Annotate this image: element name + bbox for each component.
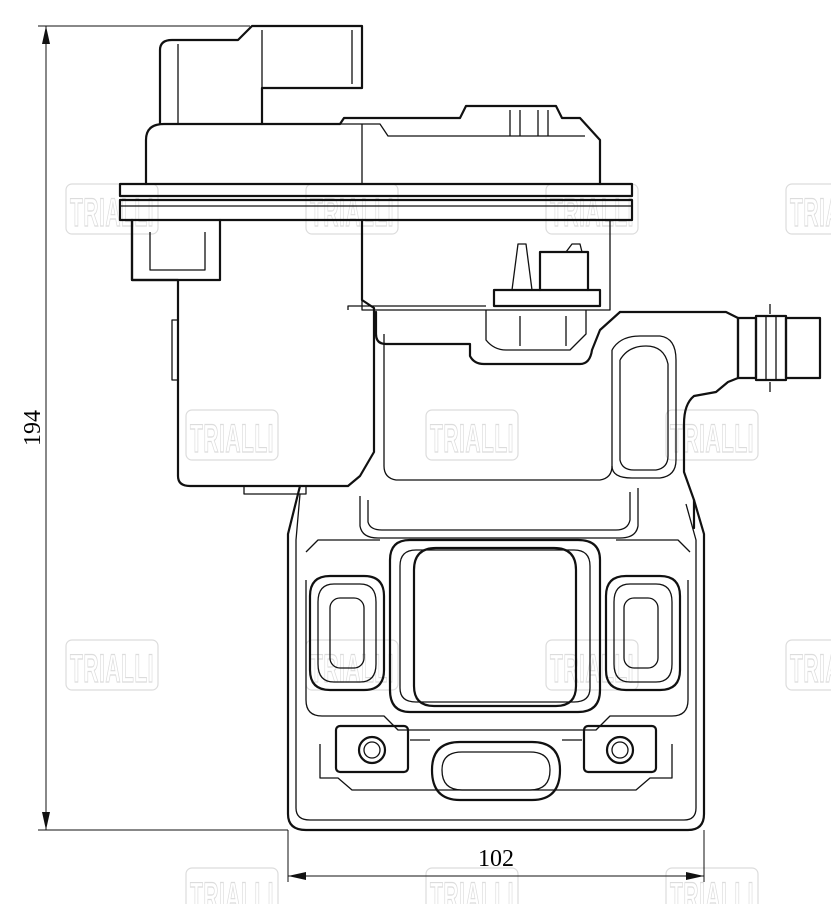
- svg-text:TRIALLI: TRIALLI: [430, 875, 514, 904]
- housing-lid: [144, 104, 602, 186]
- width-dimension-label: 102: [478, 846, 514, 872]
- height-dimension: 194: [20, 25, 288, 831]
- side-window-right: [604, 574, 682, 692]
- watermark-logo: TRIALLI: [665, 409, 759, 462]
- bottom-slot: [410, 739, 582, 802]
- watermark-logo: TRIALLI: [65, 639, 159, 692]
- electrical-connector: [158, 24, 364, 126]
- watermark-logo: TRIALLI: [545, 183, 639, 236]
- svg-text:TRIALLI: TRIALLI: [670, 875, 754, 904]
- sensor-connector: [492, 243, 602, 308]
- svg-text:TRIALLI: TRIALLI: [790, 647, 831, 691]
- side-window-left: [308, 574, 386, 692]
- central-window: [388, 538, 602, 714]
- height-dimension-label: 194: [20, 410, 46, 446]
- watermark-logo: TRIALLI: [425, 867, 519, 904]
- svg-text:TRIALLI: TRIALLI: [430, 417, 514, 461]
- watermark-logo: TRIALLI: [305, 183, 399, 236]
- svg-text:TRIALLI: TRIALLI: [790, 191, 831, 235]
- actuator-body: [130, 218, 611, 495]
- watermark-logo: TRIALLI: [785, 639, 831, 692]
- pump-body: [286, 484, 706, 832]
- watermark-logo: TRIALLI: [185, 867, 279, 904]
- svg-text:TRIALLI: TRIALLI: [190, 875, 274, 904]
- watermark-logo: TRIALLI: [185, 409, 279, 462]
- svg-text:TRIALLI: TRIALLI: [70, 647, 154, 691]
- svg-text:TRIALLI: TRIALLI: [550, 191, 634, 235]
- mounting-holes: [319, 724, 673, 791]
- svg-text:TRIALLI: TRIALLI: [190, 417, 274, 461]
- svg-text:TRIALLI: TRIALLI: [670, 417, 754, 461]
- side-bracket: [618, 304, 822, 530]
- mounting-flange: [118, 182, 634, 222]
- watermark-logo: TRIALLI: [65, 183, 159, 236]
- svg-text:TRIALLI: TRIALLI: [310, 647, 394, 691]
- svg-text:TRIALLI: TRIALLI: [550, 647, 634, 691]
- svg-text:TRIALLI: TRIALLI: [310, 191, 394, 235]
- svg-text:TRIALLI: TRIALLI: [70, 191, 154, 235]
- watermark-logo: TRIALLI: [545, 639, 639, 692]
- middle-body: [374, 310, 677, 481]
- watermark-logo: TRIALLI: [665, 867, 759, 904]
- watermark-logo: TRIALLI: [785, 183, 831, 236]
- watermark-logo: TRIALLI: [425, 409, 519, 462]
- width-dimension: 102: [287, 830, 705, 882]
- watermark-group: TRIALLI TRIALLI TRIALLI TRIALLI TRIALLI …: [65, 183, 831, 904]
